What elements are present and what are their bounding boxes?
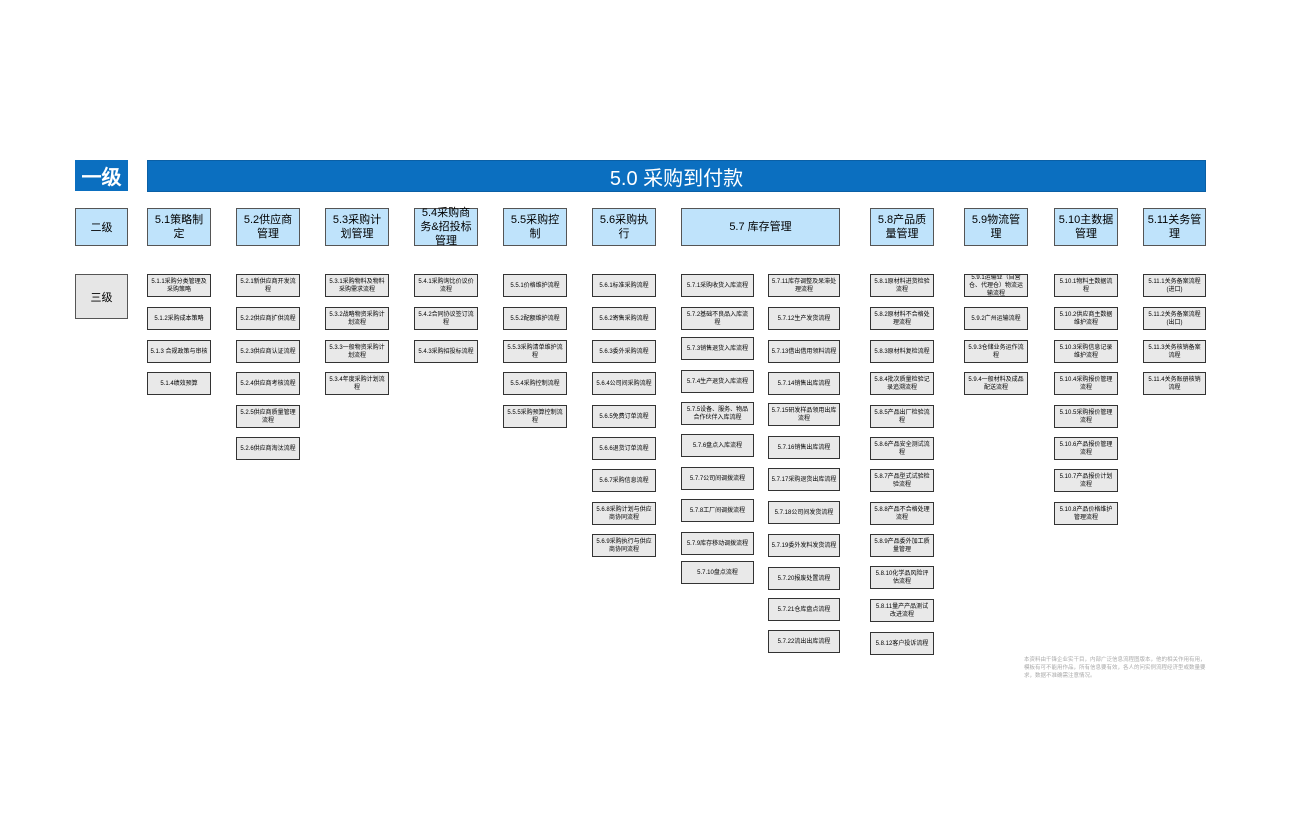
l3-process-box: 5.7.8工厂间调拨流程 bbox=[681, 499, 754, 522]
l3-process-box: 5.6.3委外采购流程 bbox=[592, 340, 656, 363]
l3-process-box: 5.3.1采购物料及物料采购需求流程 bbox=[325, 274, 389, 297]
l3-process-box: 5.11.2关务备案流程(出口) bbox=[1143, 307, 1206, 330]
l3-process-box: 5.1.1采购分类管理及采购策略 bbox=[147, 274, 211, 297]
l3-process-box: 5.3.2战略物资采购计划流程 bbox=[325, 307, 389, 330]
l3-process-box: 5.8.9产品委外加工质量管理 bbox=[870, 534, 934, 557]
l3-process-box: 5.7.12生产发货流程 bbox=[768, 307, 840, 330]
l3-process-box: 5.1.3 合规政策与审核 bbox=[147, 340, 211, 363]
l3-process-box: 5.2.6供应商淘汰流程 bbox=[236, 437, 300, 460]
l3-process-box: 5.11.3关务核销备案流程 bbox=[1143, 340, 1206, 363]
l3-process-box: 5.10.5采购报价管理流程 bbox=[1054, 405, 1118, 428]
l3-process-box: 5.10.8产品价格维护管理流程 bbox=[1054, 502, 1118, 525]
l3-process-box: 5.2.5供应商质量管理流程 bbox=[236, 405, 300, 428]
level3-label: 三级 bbox=[75, 274, 128, 319]
l2-plan: 5.3采购计划管理 bbox=[325, 208, 389, 246]
l2-control: 5.5采购控制 bbox=[503, 208, 567, 246]
l3-process-box: 5.6.9采购执行与供应商协同流程 bbox=[592, 534, 656, 557]
l3-process-box: 5.2.1新供应商开发流程 bbox=[236, 274, 300, 297]
l3-process-box: 5.2.2供应商扩供流程 bbox=[236, 307, 300, 330]
l3-process-box: 5.7.22流出出库流程 bbox=[768, 630, 840, 653]
l3-process-box: 5.7.15研发样品领用出库流程 bbox=[768, 403, 840, 426]
l3-process-box: 5.9.4一般材料及成品配送流程 bbox=[964, 372, 1028, 395]
l3-process-box: 5.8.1原材料进货检验流程 bbox=[870, 274, 934, 297]
l3-process-box: 5.5.4采购控制流程 bbox=[503, 372, 567, 395]
l3-process-box: 5.7.5设备、服务、物品合作伙伴入库流程 bbox=[681, 402, 754, 425]
l3-process-box: 5.7.4生产退货入库流程 bbox=[681, 370, 754, 393]
l3-process-box: 5.2.3供应商认证流程 bbox=[236, 340, 300, 363]
l3-process-box: 5.7.16销售出库流程 bbox=[768, 436, 840, 459]
l3-process-box: 5.7.14销售出库流程 bbox=[768, 372, 840, 395]
l3-process-box: 5.5.2配额维护流程 bbox=[503, 307, 567, 330]
l3-process-box: 5.8.12客户投诉流程 bbox=[870, 632, 934, 655]
l3-process-box: 5.7.13借出借用领料流程 bbox=[768, 340, 840, 363]
l3-process-box: 5.6.7采购信息流程 bbox=[592, 469, 656, 492]
l3-process-box: 5.8.11量产产品测试改进流程 bbox=[870, 599, 934, 622]
l3-process-box: 5.10.7产品报价计划流程 bbox=[1054, 469, 1118, 492]
l3-process-box: 5.5.3采购清单维护流程 bbox=[503, 340, 567, 363]
l3-process-box: 5.10.1物料主数据流程 bbox=[1054, 274, 1118, 297]
l3-process-box: 5.8.6产品安全测试流程 bbox=[870, 437, 934, 460]
l3-process-box: 5.4.3采购招投标流程 bbox=[414, 340, 478, 363]
l3-process-box: 5.8.4批次质量检验记录追溯流程 bbox=[870, 372, 934, 395]
l3-process-box: 5.7.18公司间发货流程 bbox=[768, 501, 840, 524]
l3-process-box: 5.2.4供应商考核流程 bbox=[236, 372, 300, 395]
l2-inventory: 5.7 库存管理 bbox=[681, 208, 840, 246]
l3-process-box: 5.8.5产品出厂检验流程 bbox=[870, 405, 934, 428]
l3-process-box: 5.10.2供应商主数据维护流程 bbox=[1054, 307, 1118, 330]
l3-process-box: 5.7.2基础不良品入库流程 bbox=[681, 307, 754, 330]
l3-process-box: 5.11.4关务账册核销流程 bbox=[1143, 372, 1206, 395]
l2-execution: 5.6采购执行 bbox=[592, 208, 656, 246]
l3-process-box: 5.9.2广州运输流程 bbox=[964, 307, 1028, 330]
l3-process-box: 5.10.6产品报价管理流程 bbox=[1054, 437, 1118, 460]
l3-process-box: 5.7.21仓库盘点流程 bbox=[768, 598, 840, 621]
level2-label: 二级 bbox=[75, 208, 128, 246]
l3-process-box: 5.6.1标准采购流程 bbox=[592, 274, 656, 297]
l3-process-box: 5.6.2寄售采购流程 bbox=[592, 307, 656, 330]
l3-process-box: 5.7.9库存移动调拨流程 bbox=[681, 532, 754, 555]
l3-process-box: 5.7.17采购退货出库流程 bbox=[768, 468, 840, 491]
l3-process-box: 5.7.1采购收货入库流程 bbox=[681, 274, 754, 297]
l3-process-box: 5.6.8采购计划与供应商协同流程 bbox=[592, 502, 656, 525]
l3-process-box: 5.4.1采购询比价议价流程 bbox=[414, 274, 478, 297]
l3-process-box: 5.8.10化学品风险评估流程 bbox=[870, 566, 934, 589]
l3-process-box: 5.4.2合同协议签订流程 bbox=[414, 307, 478, 330]
l2-masterdata: 5.10主数据管理 bbox=[1054, 208, 1118, 246]
footnote: 本资料由千锋企业实干目，内部广泛信息流程图版本，他的相关作用有用，模板有可不能用… bbox=[1024, 657, 1206, 679]
l3-process-box: 5.7.19委外发料发货流程 bbox=[768, 534, 840, 557]
process-title: 5.0 采购到付款 bbox=[147, 160, 1206, 192]
l3-process-box: 5.1.2采购成本策略 bbox=[147, 307, 211, 330]
l3-process-box: 5.6.4公司间采购流程 bbox=[592, 372, 656, 395]
l3-process-box: 5.10.4采购报价管理流程 bbox=[1054, 372, 1118, 395]
l3-process-box: 5.8.3原材料复检流程 bbox=[870, 340, 934, 363]
l3-process-box: 5.11.1关务备案流程(进口) bbox=[1143, 274, 1206, 297]
l3-process-box: 5.5.5采购预算控制流程 bbox=[503, 405, 567, 428]
l3-process-box: 5.7.10盘点流程 bbox=[681, 561, 754, 584]
l3-process-box: 5.9.1运输业（自营仓、代理仓）物流运输流程 bbox=[964, 274, 1028, 297]
l3-process-box: 5.3.3一般物资采购计划流程 bbox=[325, 340, 389, 363]
l2-customs: 5.11关务管理 bbox=[1143, 208, 1206, 246]
l3-process-box: 5.10.3采购信息记录维护流程 bbox=[1054, 340, 1118, 363]
l2-strategy: 5.1策略制定 bbox=[147, 208, 211, 246]
l2-logistics: 5.9物流管理 bbox=[964, 208, 1028, 246]
l3-process-box: 5.1.4绩效预算 bbox=[147, 372, 211, 395]
l3-process-box: 5.6.6退货订单流程 bbox=[592, 437, 656, 460]
l3-process-box: 5.7.11库存调整及呆滞处理流程 bbox=[768, 274, 840, 297]
l3-process-box: 5.5.1价格维护流程 bbox=[503, 274, 567, 297]
l3-process-box: 5.7.20报废处置流程 bbox=[768, 567, 840, 590]
l3-process-box: 5.8.8产品不合格处理流程 bbox=[870, 502, 934, 525]
l2-bidding: 5.4采购商务&招投标管理 bbox=[414, 207, 478, 247]
level1-label: 一级 bbox=[75, 160, 128, 191]
l3-process-box: 5.3.4年度采购计划流程 bbox=[325, 372, 389, 395]
l2-supplier: 5.2供应商管理 bbox=[236, 208, 300, 246]
l2-quality: 5.8产品质量管理 bbox=[870, 208, 934, 246]
l3-process-box: 5.7.7公司间调拨流程 bbox=[681, 467, 754, 490]
l3-process-box: 5.6.5免费订单流程 bbox=[592, 405, 656, 428]
l3-process-box: 5.8.7产品型式试验检验流程 bbox=[870, 469, 934, 492]
l3-process-box: 5.7.3销售退货入库流程 bbox=[681, 337, 754, 360]
l3-process-box: 5.9.3仓储业务运作流程 bbox=[964, 340, 1028, 363]
l3-process-box: 5.7.6盘点入库流程 bbox=[681, 434, 754, 457]
l3-process-box: 5.8.2原材料不合格处理流程 bbox=[870, 307, 934, 330]
